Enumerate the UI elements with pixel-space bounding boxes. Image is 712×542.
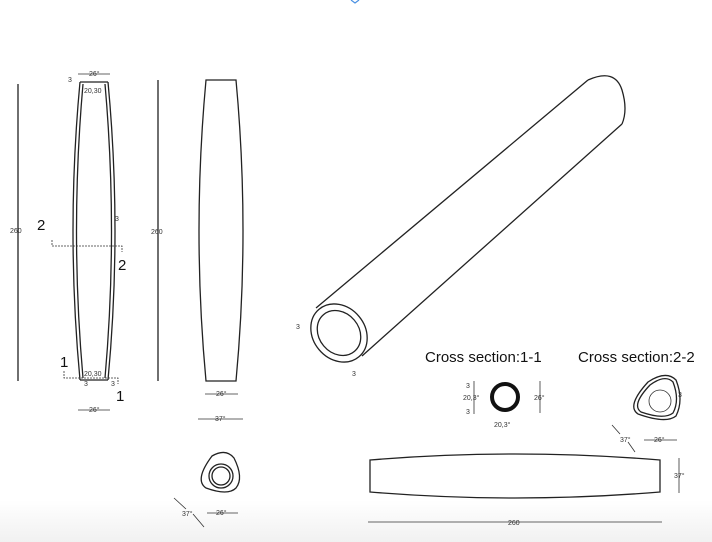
s1-wall-bottom: 3 (466, 409, 470, 416)
bottom-inner-dim: 20,30 (84, 371, 102, 378)
plan-length-dim: 260 (508, 520, 520, 527)
section-1-cut-line (63, 371, 119, 384)
front-view: 260 26° 20,30 3 3 2 2 1 1 20,30 3 3 26° (10, 70, 126, 414)
s1-wall-top: 3 (466, 383, 470, 390)
side-height-dim: 260 (151, 229, 163, 236)
tube-outline-outer (72, 81, 116, 381)
plan-diag-dim: 37° (182, 510, 193, 518)
s2-diag-dim: 37° (620, 436, 631, 444)
section-2-cut-line (51, 240, 123, 252)
section-2-marker-left: 2 (37, 217, 45, 234)
s2-width-dim: 26° (654, 436, 665, 444)
s1-inner-width-dim: 20,3° (494, 421, 511, 429)
side-bottom-dim: 26° (216, 390, 227, 398)
side-view: 260 26° 37° 37° 26° (151, 79, 244, 528)
bottom-outer-dim: 26° (89, 406, 100, 414)
side-outline (198, 79, 244, 382)
side-width-dim: 37° (215, 415, 226, 423)
plan-height-dim: 37° (674, 472, 685, 480)
s2-wall-dim: 3 (678, 392, 682, 399)
section-1-marker-right: 1 (116, 388, 124, 405)
section-2-marker-right: 2 (118, 257, 126, 274)
cross-section-2-2: Cross section:2-2 3 37° 26° (578, 349, 695, 453)
cross-section-1-1: Cross section:1-1 3 20,3° 3 26° 20,3° (425, 349, 545, 429)
plan-view: 37° 260 (368, 453, 685, 527)
section-1-1-title: Cross section:1-1 (425, 349, 542, 366)
plan-width-dim: 26° (216, 509, 227, 517)
chevron-down-icon[interactable] (350, 0, 360, 4)
section-1-marker-left: 1 (60, 354, 68, 371)
wall-bottom-right-dim: 3 (111, 381, 115, 388)
iso-wall-dim-1: 3 (296, 324, 300, 331)
height-dim-label: 260 (10, 228, 22, 235)
s1-outer-dim: 26° (534, 394, 545, 402)
top-inner-dim: 20,30 (84, 88, 102, 95)
wall-top-dim: 3 (68, 77, 72, 84)
top-outer-dim: 26° (89, 70, 100, 78)
isometric-view: 3 3 (296, 75, 626, 378)
s1-inner-dim: 20,3° (463, 394, 480, 402)
wall-mid-dim: 3 (115, 216, 119, 223)
plan-triangle-outer (200, 451, 241, 493)
iso-wall-dim-2: 3 (352, 371, 356, 378)
tube-outline-inner (75, 83, 113, 379)
wall-bottom-left-dim: 3 (84, 381, 88, 388)
section-2-2-title: Cross section:2-2 (578, 349, 695, 366)
